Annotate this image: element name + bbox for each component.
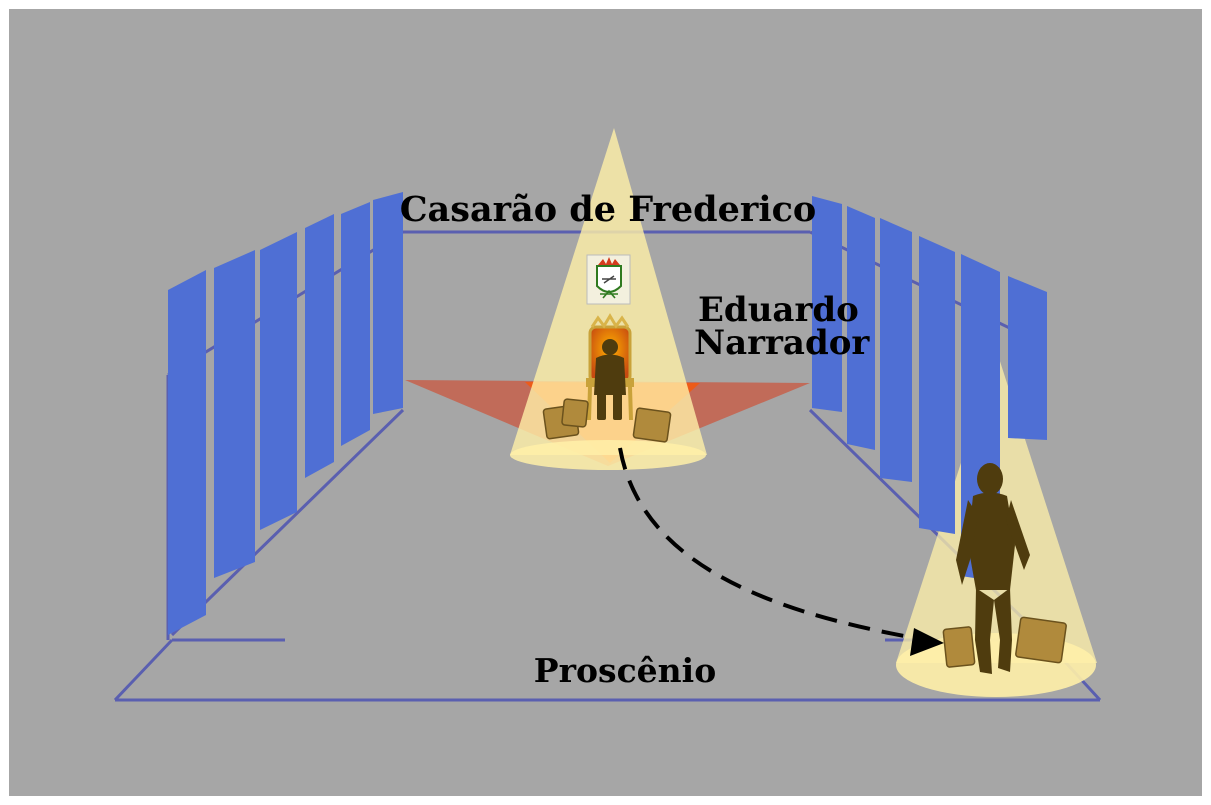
- movement-path-line: [618, 447, 916, 640]
- left-wing-2: [214, 250, 255, 578]
- left-wing-3: [260, 232, 297, 530]
- label-upstage: Casarão de Frederico: [400, 189, 817, 230]
- coat-of-arms-icon: [586, 254, 631, 305]
- left-diagonal-line: [113, 638, 174, 702]
- label-downstage: Proscênio: [534, 651, 716, 690]
- movement-path: [618, 447, 944, 656]
- center-spotlight-base: [510, 440, 706, 470]
- label-character-role: Narrador: [694, 323, 870, 363]
- left-wing-4: [305, 214, 334, 478]
- suitcase-icon: [942, 616, 1067, 668]
- seated-figure-icon: [594, 339, 626, 420]
- right-wing-2: [847, 206, 875, 450]
- left-wing-6: [373, 192, 403, 414]
- left-floor-rail: [170, 408, 405, 637]
- label-character-name: Eduardo: [698, 290, 859, 330]
- right-wing-1: [812, 196, 842, 412]
- left-wing-1: [168, 270, 206, 635]
- right-wing-6: [1008, 276, 1047, 440]
- walking-figure-icon: [956, 463, 1030, 674]
- left-wings: [168, 192, 403, 635]
- right-wing-3: [880, 218, 912, 482]
- suitcase-icon: [542, 398, 672, 443]
- right-wing-4: [919, 236, 955, 534]
- arrowhead-icon: [910, 628, 944, 656]
- left-wing-5: [341, 202, 370, 446]
